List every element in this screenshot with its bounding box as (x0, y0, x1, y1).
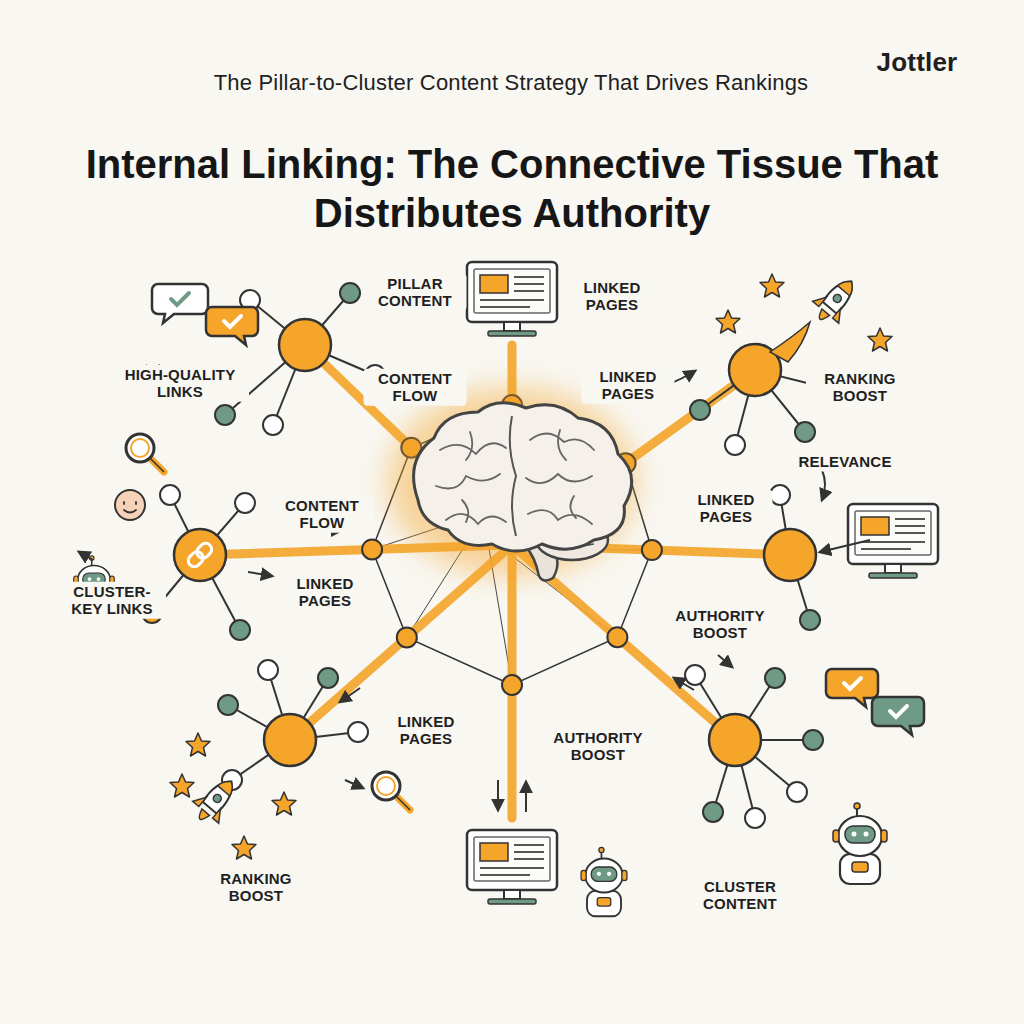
brain (387, 387, 637, 581)
satellite-node (340, 283, 360, 303)
magnifier-icon (372, 772, 410, 810)
icons (74, 262, 938, 916)
star-icon (170, 774, 194, 797)
concept-label: HIGH-QUALITY LINKS (111, 365, 249, 402)
chat-bubble (152, 284, 208, 323)
satellite-node (703, 802, 723, 822)
rocket-icon (807, 271, 865, 330)
satellite-node (160, 485, 180, 505)
chat-bubble (206, 307, 258, 345)
star-icon (716, 310, 740, 333)
concept-label: RANKING BOOST (202, 869, 310, 906)
monitor-icon (467, 262, 557, 336)
junction-dot (362, 539, 382, 559)
rocket-icon (187, 771, 245, 830)
spoke-lines (200, 345, 790, 818)
satellite-node (803, 730, 823, 750)
star-icon (272, 792, 296, 815)
satellite-node (795, 422, 815, 442)
hub-node (174, 529, 226, 581)
satellite-node (685, 665, 705, 685)
concept-label: LINKED PAGES (279, 574, 372, 611)
satellite-node (258, 660, 278, 680)
satellite-node (215, 405, 235, 425)
concept-label: CONTENT FLOW (271, 496, 374, 533)
star-icon (868, 328, 892, 351)
main-title: Internal Linking: The Connective Tissue … (62, 140, 962, 238)
satellite-node (770, 485, 790, 505)
satellite-node (218, 695, 238, 715)
satellite-node (745, 808, 765, 828)
brand-logo: Jottler (873, 47, 962, 79)
satellite-node (263, 415, 283, 435)
junction-dot (397, 627, 417, 647)
concept-label: AUTHORITY BOOST (659, 606, 782, 643)
concept-label: LINKED PAGES (566, 278, 659, 315)
junction-dot (502, 675, 522, 695)
hub-node (279, 319, 331, 371)
satellite-node (235, 493, 255, 513)
concept-label: RANKING BOOST (806, 369, 914, 406)
flame-trail (770, 322, 810, 362)
concept-label: LINKED PAGES (582, 367, 675, 404)
satellite-node (765, 668, 785, 688)
robot-icon (833, 803, 887, 884)
monitor-icon (467, 830, 557, 904)
satellite-node (725, 435, 745, 455)
concept-label: AUTHORITY BOOST (537, 728, 660, 765)
junction-dot (642, 540, 662, 560)
concept-label: CLUSTER- KEY LINKS (58, 582, 166, 619)
hub-node (264, 714, 316, 766)
star-icon (232, 836, 256, 859)
face-icon (115, 490, 145, 520)
satellite-node (787, 782, 807, 802)
hub-node (764, 529, 816, 581)
satellite-node (348, 722, 368, 742)
link-icon (186, 541, 214, 569)
robot-icon (581, 847, 627, 916)
satellite-node (690, 400, 710, 420)
small-arrows (79, 365, 870, 812)
concept-label: LINKED PAGES (680, 490, 773, 527)
satellite-node (318, 668, 338, 688)
subtitle: The Pillar-to-Cluster Content Strategy T… (210, 69, 813, 96)
concept-label: RELEVANCE (794, 452, 895, 471)
magnifier-icon (126, 434, 164, 472)
concept-label: LINKED PAGES (380, 712, 473, 749)
satellite-node (230, 620, 250, 640)
chat-bubble (872, 697, 924, 735)
satellite-node (800, 610, 820, 630)
chat-bubble (826, 669, 878, 707)
concept-label: CLUSTER CONTENT (686, 877, 794, 914)
concept-label: CONTENT FLOW (364, 369, 467, 406)
star-icon (760, 274, 784, 297)
concept-label: PILLAR CONTENT (364, 274, 467, 311)
monitor-icon (848, 504, 938, 578)
star-icon (186, 733, 210, 756)
hub-node (709, 714, 761, 766)
junction-dot (607, 627, 627, 647)
